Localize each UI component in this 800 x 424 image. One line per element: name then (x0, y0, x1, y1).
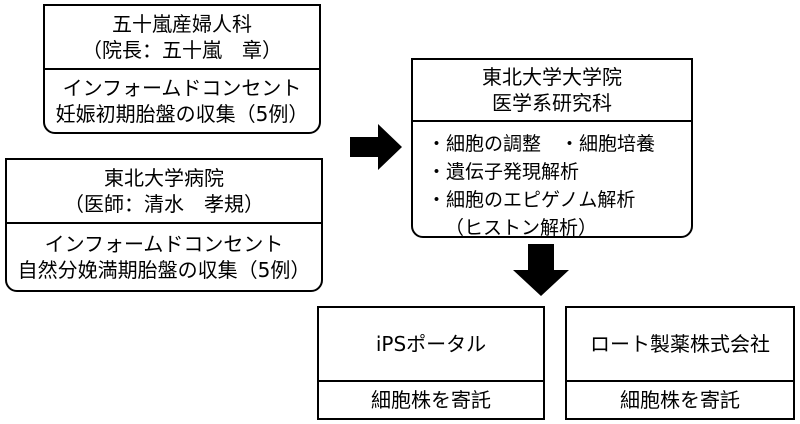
university-box: 東北大学大学院 医学系研究科 ・細胞の調整 ・細胞培養 ・遺伝子発現解析 ・細胞… (411, 58, 693, 239)
partner1-body: 細胞株を寄託 (319, 382, 543, 418)
hospital1-collection: 妊娠初期胎盤の収集（5例） (55, 102, 309, 126)
hospital1-divider (45, 68, 319, 70)
university-name-line1: 東北大学大学院 (482, 65, 622, 89)
hospital2-collection: 自然分娩満期胎盤の収集（5例） (17, 258, 311, 282)
university-task: （ヒストン解析） (445, 217, 598, 239)
hospital1-header: 五十嵐産婦人科 （院長：五十嵐 章） (45, 6, 319, 68)
university-task: ・遺伝子発現解析 (427, 161, 580, 183)
right-arrow-icon (350, 124, 402, 170)
hospital2-header: 東北大学病院 （医師：清水 孝規） (7, 160, 321, 222)
university-task-list: ・細胞の調整 ・細胞培養 ・遺伝子発現解析 ・細胞のエピゲノム解析 （ヒストン解… (427, 130, 685, 242)
partner1-action: 細胞株を寄託 (371, 388, 491, 412)
hospital1-name: 五十嵐産婦人科 (112, 12, 252, 36)
partner2-body: 細胞株を寄託 (567, 382, 793, 418)
hospital2-name: 東北大学病院 (104, 166, 224, 190)
hospital1-consent: インフォームドコンセント (62, 76, 302, 100)
hospital1-box: 五十嵐産婦人科 （院長：五十嵐 章） インフォームドコンセント 妊娠初期胎盤の収… (43, 4, 321, 134)
university-name-line2: 医学系研究科 (492, 91, 612, 115)
partner2-action: 細胞株を寄託 (620, 388, 740, 412)
hospital2-consent: インフォームドコンセント (44, 232, 284, 256)
hospital1-body: インフォームドコンセント 妊娠初期胎盤の収集（5例） (45, 70, 319, 132)
university-task: ・細胞のエピゲノム解析 (427, 189, 636, 211)
hospital1-director: （院長：五十嵐 章） (82, 38, 282, 62)
hospital2-box: 東北大学病院 （医師：清水 孝規） インフォームドコンセント 自然分娩満期胎盤の… (5, 158, 323, 292)
partner2-header: ロート製薬株式会社 (567, 308, 793, 380)
partner1-divider (319, 380, 543, 382)
hospital2-body: インフォームドコンセント 自然分娩満期胎盤の収集（5例） (7, 224, 321, 290)
hospital2-doctor: （医師：清水 孝規） (64, 192, 264, 216)
partner2-name: ロート製薬株式会社 (590, 332, 770, 356)
university-divider (413, 120, 691, 122)
partner1-header: iPSポータル (319, 308, 543, 380)
down-arrow-icon (513, 244, 569, 296)
partner2-box: ロート製薬株式会社 細胞株を寄託 (565, 306, 795, 420)
hospital2-divider (7, 222, 321, 224)
partner1-box: iPSポータル 細胞株を寄託 (317, 306, 545, 420)
partner1-name: iPSポータル (375, 332, 487, 356)
university-task: ・細胞の調整 ・細胞培養 (427, 133, 656, 155)
partner2-divider (567, 380, 793, 382)
university-header: 東北大学大学院 医学系研究科 (413, 60, 691, 120)
